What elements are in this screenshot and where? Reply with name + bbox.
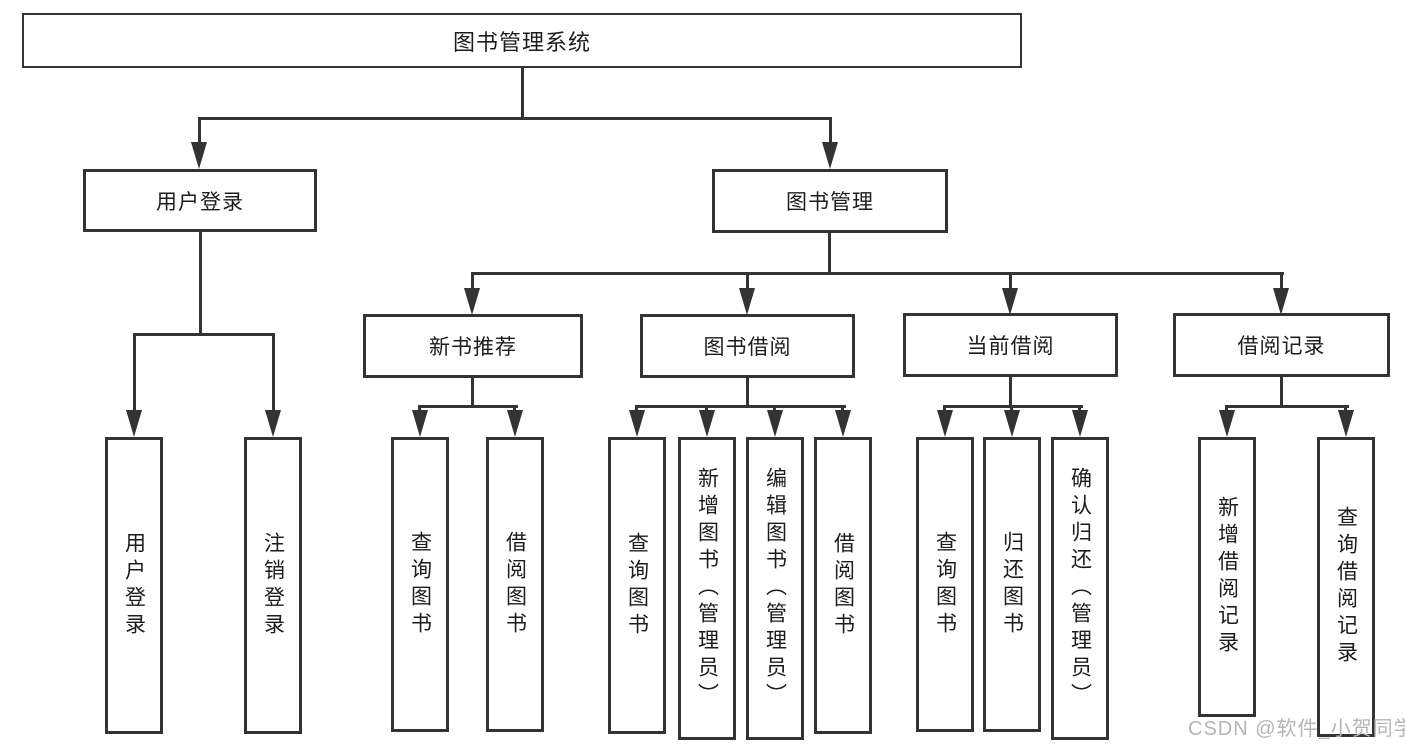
node-current-borrow: 当前借阅 [903, 313, 1118, 377]
leaf-return-book: 归还图书 [983, 437, 1041, 732]
arrowhead-book-management [822, 142, 838, 169]
arrowhead-leaf-query-record [1338, 410, 1354, 437]
csdn-watermark: CSDN @软件_小贺同学 [1188, 718, 1405, 740]
node-root-label: 图书管理系统 [452, 29, 591, 55]
connector-leaf-borrow1-drop [513, 405, 516, 414]
connector-leaf-borrow2-drop [841, 405, 844, 414]
arrowhead-current-borrow [1002, 288, 1018, 315]
leaf-borrow-books-1: 借阅图书 [486, 437, 544, 732]
connector-leaf-logout-drop [272, 333, 275, 413]
connector-borrow-records-drop [1280, 272, 1283, 292]
arrowhead-leaf-edit-book [767, 410, 783, 437]
arrowhead-leaf-user-login [126, 410, 142, 437]
leaf-add-borrow-record: 新增借阅记录 [1198, 437, 1256, 717]
arrowhead-new-book-recommend [464, 288, 480, 315]
connector-leaf-edit-book-drop [773, 405, 776, 414]
arrowhead-leaf-borrow2 [835, 410, 851, 437]
connector-book-borrow-rail [635, 405, 846, 408]
arrowhead-leaf-query1 [412, 410, 428, 437]
connector-current-borrow-rail [943, 405, 1083, 408]
connector-new-book-rail [418, 405, 518, 408]
leaf-confirm-return-admin: 确认归还（管理员） [1051, 437, 1109, 740]
leaf-borrow-books-2: 借阅图书 [814, 437, 872, 734]
node-book-borrow: 图书借阅 [640, 314, 855, 378]
arrowhead-borrow-records [1273, 288, 1289, 315]
connector-leaf-confirm-drop [1078, 405, 1081, 414]
node-user-login: 用户登录 [83, 169, 317, 232]
arrowhead-leaf-borrow1 [507, 410, 523, 437]
node-book-management-label: 图书管理 [786, 191, 874, 214]
connector-leaf-add-record-drop [1225, 405, 1228, 414]
connector-borrow-records-rail [1225, 405, 1349, 408]
connector-root-stem [521, 68, 524, 119]
leaf-user-login: 用户登录 [105, 437, 163, 734]
node-book-management: 图书管理 [712, 169, 948, 233]
connector-leaf-query1-drop [418, 405, 421, 414]
connector-level3-rail [471, 272, 1284, 275]
connector-leaf-return-drop [1010, 405, 1013, 414]
connector-leaf-query-record-drop [1344, 405, 1347, 414]
leaf-query-books-1: 查询图书 [391, 437, 449, 732]
connector-book-management-stem [828, 233, 831, 275]
connector-current-borrow-drop [1009, 272, 1012, 292]
arrowhead-leaf-logout [265, 410, 281, 437]
arrowhead-leaf-add-record [1219, 410, 1235, 437]
connector-leaf-add-book-drop [705, 405, 708, 414]
connector-current-borrow-stem [1009, 376, 1012, 408]
node-book-borrow-label: 图书借阅 [703, 336, 792, 359]
arrowhead-user-login [191, 142, 207, 169]
connector-book-borrow-stem [746, 377, 749, 408]
connector-user-login-drop [198, 117, 201, 145]
connector-new-book-drop [471, 272, 474, 292]
connector-leaf-user-login-drop [133, 333, 136, 413]
connector-user-login-stem [199, 231, 202, 335]
connector-level2-rail [198, 117, 832, 120]
arrowhead-leaf-query3 [937, 410, 953, 437]
node-borrow-records-label: 借阅记录 [1237, 335, 1326, 358]
connector-book-management-drop [829, 117, 832, 145]
arrowhead-leaf-query2 [629, 410, 645, 437]
arrowhead-leaf-add-book [699, 410, 715, 437]
leaf-logout: 注销登录 [244, 437, 302, 734]
leaf-query-books-2: 查询图书 [608, 437, 666, 734]
connector-book-borrow-drop [746, 272, 749, 292]
node-current-borrow-label: 当前借阅 [966, 335, 1055, 358]
node-root: 图书管理系统 [22, 13, 1022, 68]
node-new-book-recommend-label: 新书推荐 [429, 336, 517, 359]
connector-leaf-query3-drop [943, 405, 946, 414]
node-new-book-recommend: 新书推荐 [363, 314, 583, 378]
leaf-add-book-admin: 新增图书（管理员） [678, 437, 736, 740]
connector-new-book-stem [471, 377, 474, 408]
arrowhead-leaf-return [1004, 410, 1020, 437]
connector-leaf-query2-drop [635, 405, 638, 414]
arrowhead-leaf-confirm [1072, 410, 1088, 437]
arrowhead-book-borrow [739, 288, 755, 315]
node-user-login-label: 用户登录 [156, 190, 244, 214]
node-borrow-records: 借阅记录 [1173, 313, 1390, 377]
connector-borrow-records-stem [1280, 376, 1283, 408]
connector-user-login-rail [133, 333, 275, 336]
leaf-query-books-3: 查询图书 [916, 437, 974, 732]
leaf-edit-book-admin: 编辑图书（管理员） [746, 437, 804, 740]
leaf-query-borrow-record: 查询借阅记录 [1317, 437, 1375, 737]
